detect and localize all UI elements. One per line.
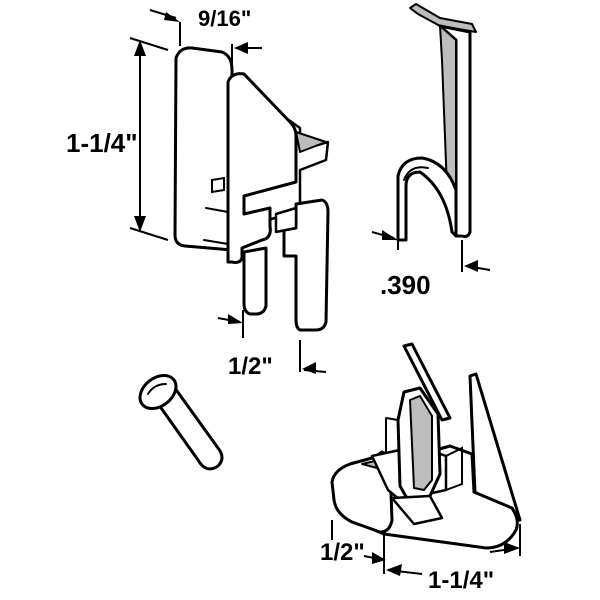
shoe-rear-fin: [402, 342, 452, 422]
clip-curve: [396, 156, 458, 242]
guide-width-label: 9/16": [198, 6, 251, 31]
pin-part: [138, 373, 224, 471]
guide-slot: [211, 176, 225, 194]
clip-thickness-label: .390: [380, 270, 431, 300]
guide-top-ledge: [295, 131, 327, 153]
guide-tab-label: 1/2": [228, 353, 273, 380]
guide-height-label: 1-1/4": [66, 128, 138, 158]
guide-right-tab: [282, 198, 330, 332]
clip-top-hook: [409, 3, 477, 33]
pin-shaft: [152, 382, 224, 471]
dim-shoe-depth: 1/2": [320, 520, 386, 574]
guide-inner-edge: [203, 207, 229, 245]
shoe-post-edges: [385, 417, 463, 491]
dim-clip-thickness: .390: [371, 208, 491, 300]
shoe-depth-label: 1/2": [320, 539, 365, 566]
guide-front-plate: [226, 72, 298, 264]
shoe-part: [330, 342, 522, 550]
dim-guide-tab: 1/2": [217, 310, 327, 380]
guide-left-leg: [242, 246, 268, 316]
spring-clip-part: [396, 3, 477, 242]
pin-head: [138, 373, 178, 411]
pin-highlight: [147, 383, 167, 395]
dim-shoe-length: 1-1/4": [386, 524, 521, 594]
guide-block-part: [173, 46, 330, 332]
clip-inner-curve: [403, 166, 429, 181]
dim-guide-width: 9/16": [149, 6, 262, 64]
guide-tab-face: [274, 206, 298, 234]
shoe-post-groove: [409, 395, 433, 491]
shoe-front-lip: [390, 494, 444, 526]
shoe-length-label: 1-1/4": [428, 567, 494, 594]
dim-guide-height: 1-1/4": [66, 37, 169, 241]
clip-spine: [438, 24, 472, 238]
shoe-left-jaw: [330, 456, 394, 534]
guide-back-plate: [173, 46, 234, 252]
